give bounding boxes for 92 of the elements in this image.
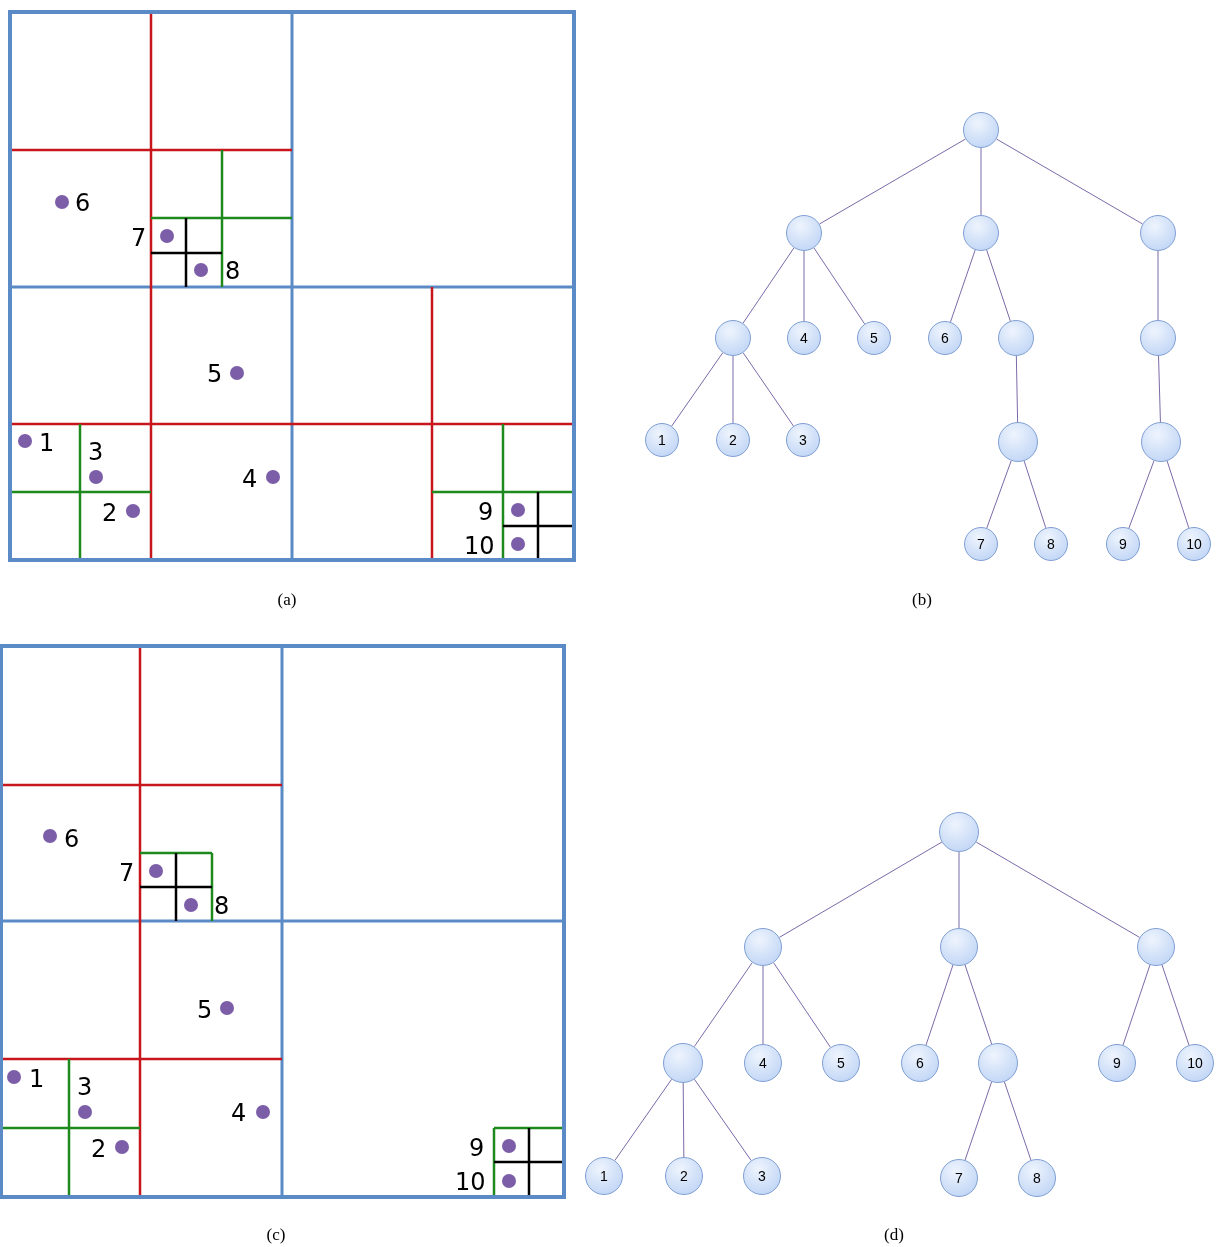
panel-caption: (a) xyxy=(277,591,297,608)
tree-edge xyxy=(964,1081,993,1161)
tree-node-circle xyxy=(978,1043,1018,1083)
tree-edge xyxy=(1122,964,1151,1046)
point-number: 7 xyxy=(131,226,147,250)
point-number: 6 xyxy=(75,191,91,215)
tree-leaf-node: 4 xyxy=(787,321,821,355)
point-number: 7 xyxy=(119,861,135,885)
tree-edge xyxy=(693,962,753,1048)
tree-edge xyxy=(682,1082,685,1158)
tree-node-circle xyxy=(940,928,978,966)
tree-leaf-node: 9 xyxy=(1098,1044,1136,1082)
tree-edge xyxy=(773,962,831,1048)
tree-node-circle xyxy=(963,215,999,251)
point-number: 2 xyxy=(91,1137,107,1161)
tree-edge xyxy=(958,851,960,929)
tree-node-circle xyxy=(1140,320,1176,356)
tree-leaf-node: 4 xyxy=(744,1044,782,1082)
point-number: 2 xyxy=(102,501,118,525)
tree-edge xyxy=(964,964,993,1045)
tree-leaf-node: 8 xyxy=(1018,1159,1056,1197)
tree-edge xyxy=(996,138,1143,225)
tree-edge xyxy=(813,247,866,325)
point-number: 8 xyxy=(214,894,230,918)
tree-leaf-node: 2 xyxy=(716,423,750,457)
tree-edge xyxy=(980,147,982,216)
tree-edge xyxy=(693,1078,752,1161)
tree-edge xyxy=(1023,460,1047,529)
tree-leaf-node: 10 xyxy=(1177,527,1211,561)
tree-edge xyxy=(671,352,724,427)
tree-leaf-node: 10 xyxy=(1176,1044,1214,1082)
tree-edge xyxy=(742,352,794,427)
tree-edge xyxy=(1158,355,1161,423)
tree-edge xyxy=(803,250,805,322)
tree-edge xyxy=(986,249,1011,322)
point-number: 4 xyxy=(242,467,258,491)
tree-leaf-node: 1 xyxy=(645,423,679,457)
tree-leaf-node: 8 xyxy=(1034,527,1068,561)
tree-leaf-node: 7 xyxy=(964,527,998,561)
tree-node-circle xyxy=(715,320,751,356)
tree-leaf-node: 3 xyxy=(786,423,820,457)
tree-edge xyxy=(1128,460,1155,529)
tree-leaf-node: 7 xyxy=(940,1159,978,1197)
tree-node-circle xyxy=(998,422,1038,462)
tree-leaf-node: 2 xyxy=(665,1157,703,1195)
tree-leaf-node: 6 xyxy=(928,321,962,355)
tree-edge xyxy=(732,355,734,424)
tree-leaf-node: 6 xyxy=(901,1044,939,1082)
panel-caption: (c) xyxy=(266,1226,286,1243)
tree-node-circle xyxy=(963,112,999,148)
point-number: 5 xyxy=(197,998,213,1022)
point-number: 3 xyxy=(77,1075,93,1099)
tree-node-circle xyxy=(663,1043,703,1083)
tree-edge xyxy=(986,460,1012,529)
point-number: 8 xyxy=(225,259,241,283)
tree-edge xyxy=(819,138,966,225)
point-number: 9 xyxy=(478,500,494,524)
tree-edge xyxy=(1161,964,1190,1046)
tree-edge xyxy=(614,1078,673,1161)
tree-leaf-node: 5 xyxy=(857,321,891,355)
point-number: 4 xyxy=(231,1101,247,1125)
tree-node-circle xyxy=(744,928,782,966)
tree-edge xyxy=(1003,1081,1032,1161)
tree-edge xyxy=(778,841,943,938)
tree-edge xyxy=(975,841,1141,938)
point-number: 6 xyxy=(64,827,80,851)
tree-edge xyxy=(950,249,976,323)
point-number: 9 xyxy=(469,1136,485,1160)
tree-edge xyxy=(742,247,795,324)
point-number: 1 xyxy=(39,431,55,455)
point-number: 1 xyxy=(29,1067,45,1091)
tree-node-circle xyxy=(1140,215,1176,251)
tree-edge xyxy=(1166,460,1190,529)
tree-edge xyxy=(1157,250,1159,321)
point-number: 5 xyxy=(207,362,223,386)
point-number: 10 xyxy=(464,534,495,558)
tree-node-circle xyxy=(786,215,822,251)
tree-leaf-node: 5 xyxy=(822,1044,860,1082)
tree-node-circle xyxy=(1141,422,1181,462)
tree-node-circle xyxy=(939,812,979,852)
panel-caption: (d) xyxy=(884,1226,904,1243)
point-number: 10 xyxy=(455,1170,486,1194)
tree-edge xyxy=(762,965,764,1045)
panel-caption: (b) xyxy=(912,591,932,608)
tree-node-circle xyxy=(1137,928,1175,966)
tree-leaf-node: 9 xyxy=(1106,527,1140,561)
tree-edge xyxy=(1015,355,1019,423)
tree-edge xyxy=(925,964,954,1046)
tree-leaf-node: 1 xyxy=(585,1157,623,1195)
tree-leaf-node: 3 xyxy=(743,1157,781,1195)
tree-node-circle xyxy=(998,320,1034,356)
point-number: 3 xyxy=(88,440,104,464)
